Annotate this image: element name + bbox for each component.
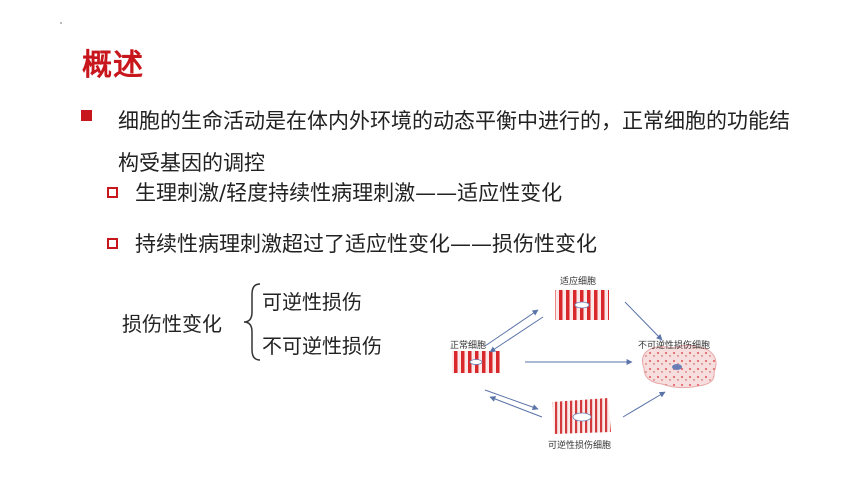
sub-item-text: 持续性病理刺激超过了适应性变化——损伤性变化 [135, 232, 597, 256]
adapted-cell [555, 290, 609, 320]
sub-item-adaptation: 生理刺激/轻度持续性病理刺激——适应性变化 [107, 177, 562, 207]
intro-paragraph: 细胞的生命活动是在体内外环境的动态平衡中进行的，正常细胞的功能结构受基因的调控 [118, 109, 790, 175]
normal-cell [452, 351, 500, 373]
label-normal-cell: 正常细胞 [450, 341, 487, 351]
transition-arrows [484, 301, 666, 418]
hollow-square-bullet-icon [107, 237, 118, 249]
cell-injury-diagram: 适应细胞 正常细胞 不可逆性损伤细胞 可逆性损伤细胞 [440, 262, 740, 462]
square-bullet-icon [81, 110, 92, 121]
irreversible-cell [641, 344, 717, 389]
sub-item-injury: 持续性病理刺激超过了适应性变化——损伤性变化 [107, 228, 597, 258]
reversible-cell [552, 398, 611, 434]
classification-reversible: 可逆性损伤 [262, 290, 362, 314]
classification-irreversible: 不可逆性损伤 [262, 334, 382, 358]
label-reversible-cell: 可逆性损伤细胞 [548, 441, 612, 451]
diagram-graphics [452, 290, 717, 434]
curly-brace-icon [243, 283, 261, 361]
label-adapted-cell: 适应细胞 [560, 277, 597, 287]
classification-main: 损伤性变化 [122, 312, 222, 336]
label-irreversible-cell: 不可逆性损伤细胞 [638, 341, 711, 351]
slide-title: 概述 [82, 48, 144, 83]
decorative-dot [60, 22, 62, 24]
sub-item-text: 生理刺激/轻度持续性病理刺激——适应性变化 [135, 181, 563, 205]
hollow-square-bullet-icon [107, 186, 118, 198]
